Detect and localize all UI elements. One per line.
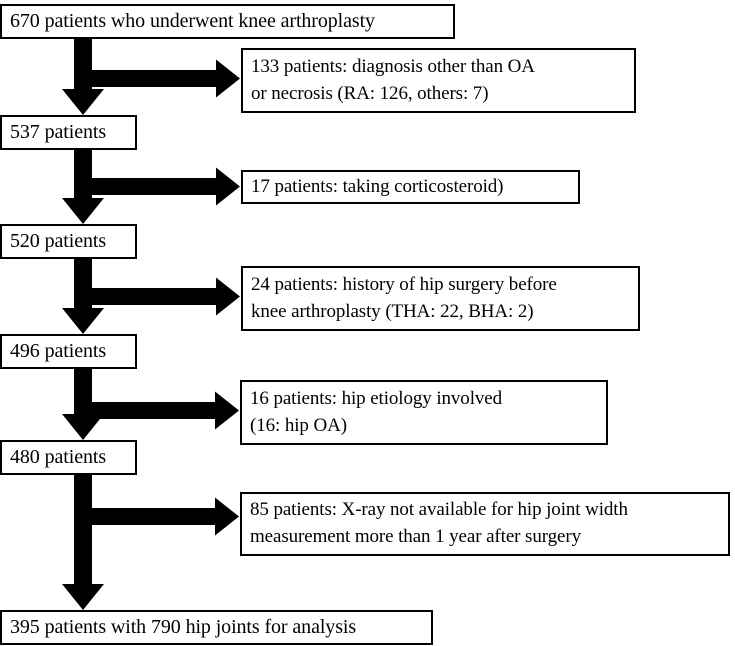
arrow-down-d4	[62, 475, 104, 610]
node-537-patients: 537 patients	[0, 115, 137, 150]
exclusion-85-patients: 85 patients: X-ray not available for hip…	[240, 492, 730, 556]
node-670-patients: 670 patients who underwent knee arthropl…	[0, 4, 455, 39]
node-670-patients-label: 670 patients who underwent knee arthropl…	[10, 10, 375, 33]
exclusion-17-patients: 17 patients: taking corticosteroid)	[241, 170, 580, 204]
exclusion-17-patients-label: 17 patients: taking corticosteroid)	[251, 175, 504, 197]
node-480-patients-label: 480 patients	[10, 446, 107, 469]
arrow-right-r0	[92, 59, 240, 98]
exclusion-16-patients-label: 16 patients: hip etiology involved (16: …	[250, 387, 503, 436]
exclusion-85-patients-label: 85 patients: X-ray not available for hip…	[250, 499, 628, 547]
arrow-right-r1	[92, 167, 240, 206]
arrow-down-d0	[62, 39, 104, 115]
node-496-patients: 496 patients	[0, 334, 137, 369]
arrow-right-r3	[92, 391, 239, 430]
node-395-patients-final: 395 patients with 790 hip joints for ana…	[0, 610, 433, 645]
exclusion-16-patients: 16 patients: hip etiology involved (16: …	[240, 380, 608, 445]
node-496-patients-label: 496 patients	[10, 340, 107, 363]
exclusion-24-patients: 24 patients: history of hip surgery befo…	[241, 266, 640, 331]
exclusion-24-patients-label: 24 patients: history of hip surgery befo…	[251, 273, 557, 322]
arrow-right-r2	[92, 277, 240, 316]
node-537-patients-label: 537 patients	[10, 121, 107, 144]
node-395-patients-final-label: 395 patients with 790 hip joints for ana…	[10, 616, 357, 639]
exclusion-133-patients: 133 patients: diagnosis other than OA or…	[241, 48, 636, 113]
node-480-patients: 480 patients	[0, 440, 137, 475]
arrow-down-d1	[62, 150, 104, 224]
node-520-patients-label: 520 patients	[10, 230, 107, 253]
arrow-down-d3	[62, 369, 104, 440]
exclusion-133-patients-label: 133 patients: diagnosis other than OA or…	[251, 55, 535, 104]
arrow-right-r4	[92, 497, 239, 536]
node-520-patients: 520 patients	[0, 224, 137, 259]
arrow-down-d2	[62, 259, 104, 334]
